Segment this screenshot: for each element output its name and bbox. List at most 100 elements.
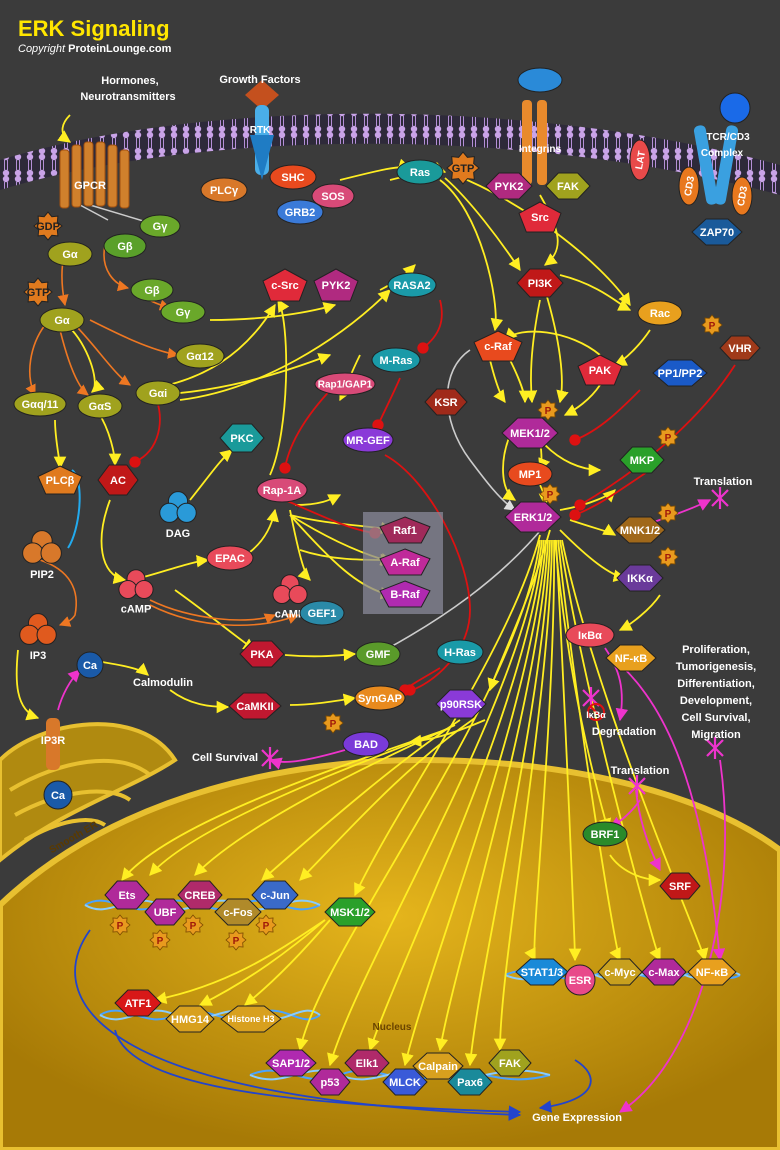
node-label-rap1a: Rap-1A <box>263 485 302 497</box>
node-gg-top: Gγ <box>139 214 181 238</box>
phospho-label: P <box>545 406 552 417</box>
node-label-p90rsk: p90RSK <box>440 699 482 711</box>
page-title: ERK Signaling <box>18 16 170 41</box>
node-cfos: c-Fos <box>214 898 262 926</box>
node-rap1gap1: Rap1/GAP1 <box>314 372 376 396</box>
node-mek12: MEK1/2 <box>501 417 559 449</box>
outcome-label-2: Tumorigenesis, <box>676 661 756 673</box>
inhibition-lines <box>129 299 736 696</box>
node-label-sap12: SAP1/2 <box>272 1058 310 1070</box>
node-label-calpain: Calpain <box>418 1061 458 1073</box>
node-label-ikka: IKKα <box>627 573 653 585</box>
node-label-erk12: ERK1/2 <box>514 512 553 524</box>
node-ikba: IκBα <box>565 622 615 648</box>
phospho-label: P <box>547 490 554 501</box>
integrins-label: Integrins <box>519 144 562 155</box>
node-label-lat: LAT <box>634 150 648 170</box>
phospho-badge: P <box>657 546 679 568</box>
node-label-ca-lower: Ca <box>51 790 66 802</box>
hormones-label-1: Hormones, <box>101 75 158 87</box>
node-label-src: Src <box>531 212 549 224</box>
node-gpcr: GPCR <box>74 180 106 192</box>
nucleus-envelope <box>0 756 780 1150</box>
node-label-ip3r: IP3R <box>41 735 66 747</box>
outcome-label-6: Migration <box>691 729 741 741</box>
tcr-label-2: Complex <box>701 148 744 159</box>
node-label-pkc: PKC <box>230 433 253 445</box>
phospho-label: P <box>190 921 197 932</box>
node-pkc: PKC <box>219 423 265 453</box>
plasma-membrane <box>0 113 780 195</box>
node-brf1: BRF1 <box>582 821 628 847</box>
node-cjun: c-Jun <box>251 880 299 910</box>
node-gtp-left: GTP <box>23 277 53 307</box>
node-gmf: GMF <box>355 641 401 667</box>
node-label-fak-nuc: FAK <box>499 1058 521 1070</box>
phospho-badge: P <box>657 426 679 448</box>
outcome-label-4: Development, <box>680 695 752 707</box>
node-msk12: MSK1/2 <box>324 897 376 927</box>
node-label-pka: PKA <box>250 649 273 661</box>
node-label-nfkb-cyto: NF-κB <box>615 653 647 665</box>
phospho-label: P <box>233 936 240 947</box>
node-label-plcb: PLCβ <box>46 475 75 487</box>
phospho-badge: P <box>225 929 247 951</box>
outcome-label-1: Proliferation, <box>682 644 750 656</box>
node-label-fak-top: FAK <box>557 181 579 193</box>
gpcr-receptor <box>59 141 130 209</box>
node-label-csrc: c-Src <box>271 280 299 292</box>
node-label-rap1gap1: Rap1/GAP1 <box>318 380 373 391</box>
node-gb-mid: Gβ <box>130 278 174 302</box>
ip3r-channel <box>46 718 60 770</box>
node-label-gpcr: GPCR <box>74 180 106 192</box>
node-ubf: UBF <box>144 898 186 926</box>
node-label-camp-mid: cAMP <box>275 609 306 621</box>
node-label-grb2: GRB2 <box>285 207 316 219</box>
node-label-cd3-right: CD3 <box>736 185 750 207</box>
node-ag <box>719 92 751 124</box>
node-label-histoneh3: Histone H3 <box>227 1014 274 1024</box>
node-pi3k: PI3K <box>516 268 564 298</box>
node-label-mkp: MKP <box>630 455 654 467</box>
hormones-label-2: Neurotransmitters <box>80 91 175 103</box>
rtk-receptor <box>245 80 279 180</box>
node-label-rasa2: RASA2 <box>393 280 430 292</box>
node-label-creb: CREB <box>184 890 215 902</box>
ikba-degradation-label-2: Degradation <box>592 726 656 738</box>
node-ac: AC <box>97 464 139 496</box>
phospho-badge: P <box>322 712 344 734</box>
node-label-p53: p53 <box>321 1077 340 1089</box>
phospho-badge: P <box>537 399 559 421</box>
gpcr-g-protein-link <box>79 204 109 221</box>
node-label-craf: c-Raf <box>484 341 512 353</box>
node-mrgef: MR-GEF <box>342 427 394 453</box>
node-label-gg-top: Gγ <box>153 221 169 233</box>
node-pak: PAK <box>577 354 623 386</box>
node-ksr: KSR <box>424 388 468 416</box>
node-label-ga-top: Gα <box>62 249 78 261</box>
node-label-gai: Gαi <box>149 388 167 400</box>
node-label-cmyc: c-Myc <box>604 967 635 979</box>
node-erk12: ERK1/2 <box>504 501 562 533</box>
node-zap70: ZAP70 <box>691 218 743 246</box>
node-label-mek12: MEK1/2 <box>510 428 550 440</box>
phospho-label: P <box>117 921 124 932</box>
node-label-syngap: SynGAP <box>358 693 402 705</box>
node-srf: SRF <box>659 872 701 900</box>
node-dag: DAG <box>159 491 197 540</box>
nucleus-label: Nucleus <box>373 1022 412 1033</box>
tcr-label-1: TCR/CD3 <box>706 132 750 143</box>
node-p53: p53 <box>309 1068 351 1096</box>
node-label-hras: H-Ras <box>444 647 476 659</box>
node-gb-top: Gβ <box>103 233 147 259</box>
node-pka: PKA <box>239 640 285 668</box>
node-epac: EPAC <box>206 545 254 571</box>
node-label-atf1: ATF1 <box>125 998 152 1010</box>
node-sap12: SAP1/2 <box>265 1049 317 1077</box>
gpcr-gg-link <box>89 204 151 224</box>
node-elk1: Elk1 <box>344 1049 390 1077</box>
node-pyk2-mid: PYK2 <box>313 268 359 302</box>
node-hmg14: HMG14 <box>165 1005 215 1033</box>
node-ecm <box>517 67 563 93</box>
